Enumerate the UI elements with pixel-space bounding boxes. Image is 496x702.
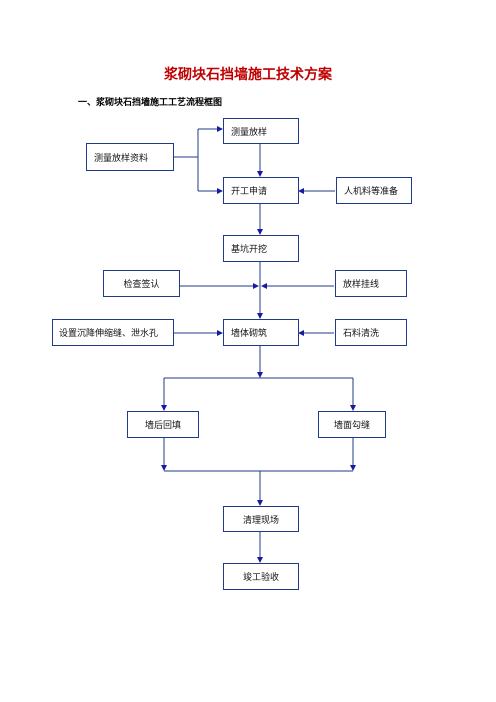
node-survey-data: 测量放样资料 xyxy=(86,143,174,171)
node-stone-cleaning: 石料清洗 xyxy=(335,319,407,346)
node-start-application: 开工申请 xyxy=(223,177,299,204)
node-completion-acceptance: 竣工验收 xyxy=(223,563,299,590)
node-layout-line: 放样挂线 xyxy=(335,270,407,297)
node-surface-pointing: 墙面勾缝 xyxy=(318,411,386,438)
page-title: 浆砌块石挡墙施工技术方案 xyxy=(164,67,332,83)
node-backfill: 墙后回填 xyxy=(127,411,199,438)
node-site-cleanup: 清理现场 xyxy=(223,506,299,532)
node-foundation-excavation: 基坑开挖 xyxy=(223,235,299,262)
node-inspection-signoff: 检查签认 xyxy=(103,270,180,297)
node-joints-weepholes: 设置沉降伸缩缝、泄水孔 xyxy=(52,319,174,346)
node-resources-prep: 人机料等准备 xyxy=(336,177,412,204)
section-heading: 一、浆砌块石挡墙施工工艺流程框图 xyxy=(78,98,223,108)
node-survey-layout: 测量放样 xyxy=(223,118,299,144)
node-wall-masonry: 墙体砌筑 xyxy=(223,319,299,346)
